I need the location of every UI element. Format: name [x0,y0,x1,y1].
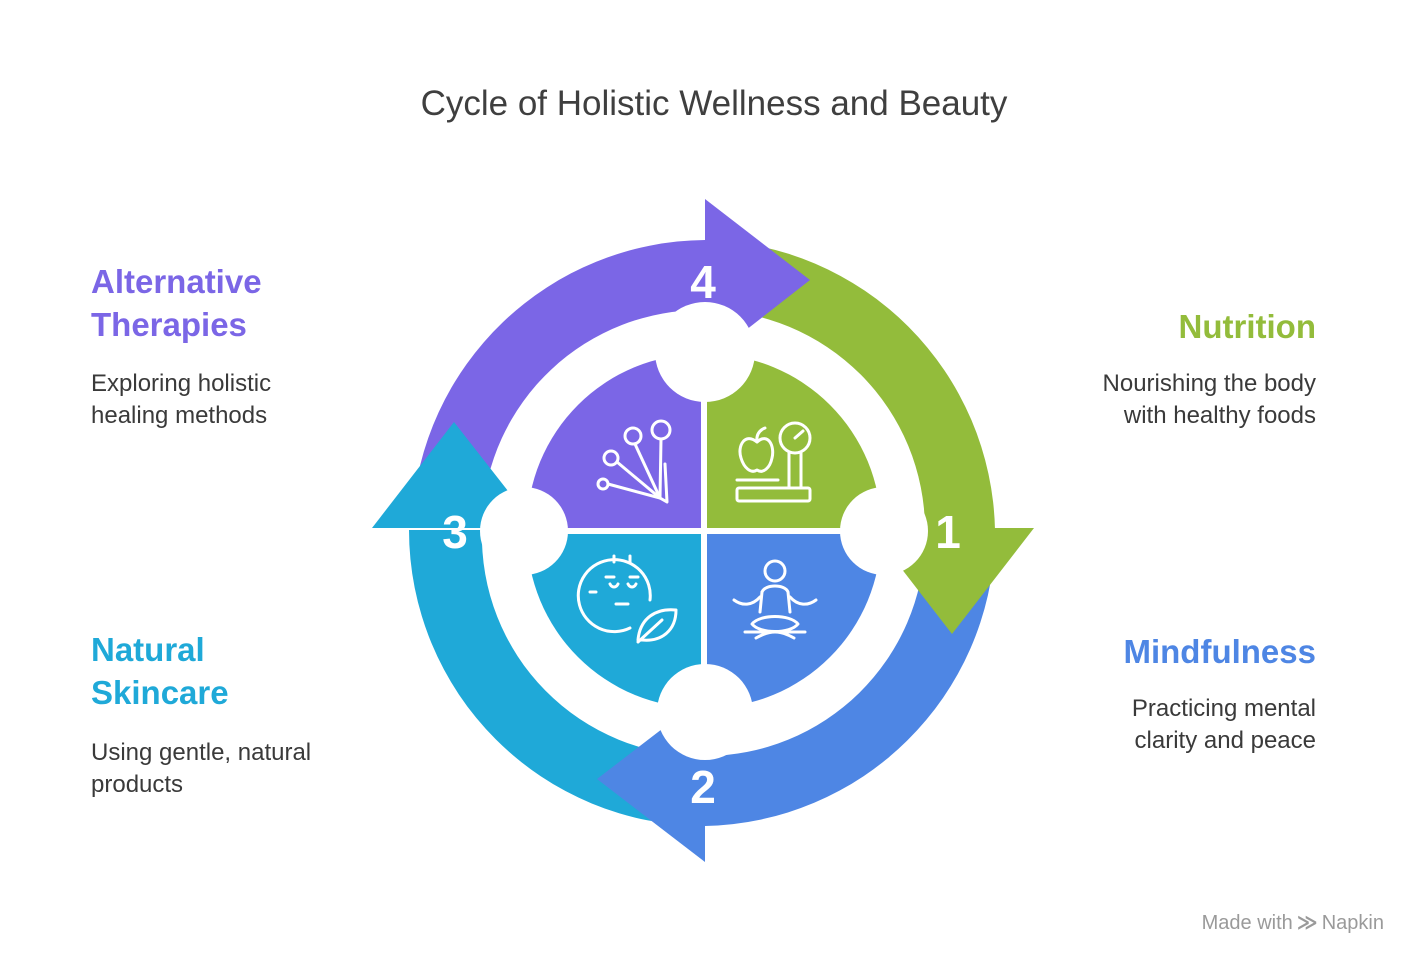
quadrant-skincare [527,534,701,708]
description-line: clarity and peace [1134,727,1316,754]
step-number-1: 1 [935,506,961,558]
face-leaf-icon [576,554,678,644]
arrow-segment-therapies [412,240,705,520]
label-line: Skincare [91,674,229,711]
notch-right [840,487,928,575]
step-number-2: 2 [690,761,716,813]
description-line: Using gentle, natural [91,739,312,766]
label-line: Alternative [91,263,262,300]
description-line: products [91,771,184,798]
arrow-segment-mindfulness [705,540,995,826]
acupuncture-needles-icon [596,419,672,504]
label-line: Therapies [91,306,247,343]
description-line: healing methods [91,402,268,429]
step-label-therapies: Alternative Therapies [91,260,411,346]
notch-top [655,302,755,402]
napkin-logo-icon: ≫ [1296,912,1318,934]
quadrant-nutrition [707,354,881,528]
description-line: with healthy foods [1123,402,1316,429]
step-description-skincare: Using gentle, natural products [91,737,431,801]
step-number-3: 3 [442,506,468,558]
step-description-therapies: Exploring holistic healing methods [91,368,431,432]
step-description-mindfulness: Practicing mental clarity and peace [960,693,1316,757]
step-label-skincare: Natural Skincare [91,628,411,714]
meditation-icon [732,559,818,640]
description-line: Exploring holistic [91,370,272,397]
apple-scale-icon [735,421,812,503]
made-with-text: Made with [1201,912,1293,934]
arrow-segment-nutrition [705,240,995,530]
step-number-4: 4 [690,256,716,308]
brand-text: Napkin [1321,912,1384,934]
label-line: Natural [91,631,205,668]
arrow-segment-skincare [409,530,705,826]
diagram-title: Cycle of Holistic Wellness and Beauty [420,84,1008,123]
notch-left [480,487,568,575]
quadrant-therapies [527,354,701,528]
step-description-nutrition: Nourishing the body with healthy foods [960,368,1316,432]
step-label-mindfulness: Mindfulness [1123,633,1316,670]
description-line: Practicing mental [1131,695,1316,722]
step-label-nutrition: Nutrition [1178,308,1316,345]
description-line: Nourishing the body [1102,370,1316,397]
made-with-footer[interactable]: Made with≫Napkin [1202,910,1384,935]
notch-bottom [657,664,753,760]
